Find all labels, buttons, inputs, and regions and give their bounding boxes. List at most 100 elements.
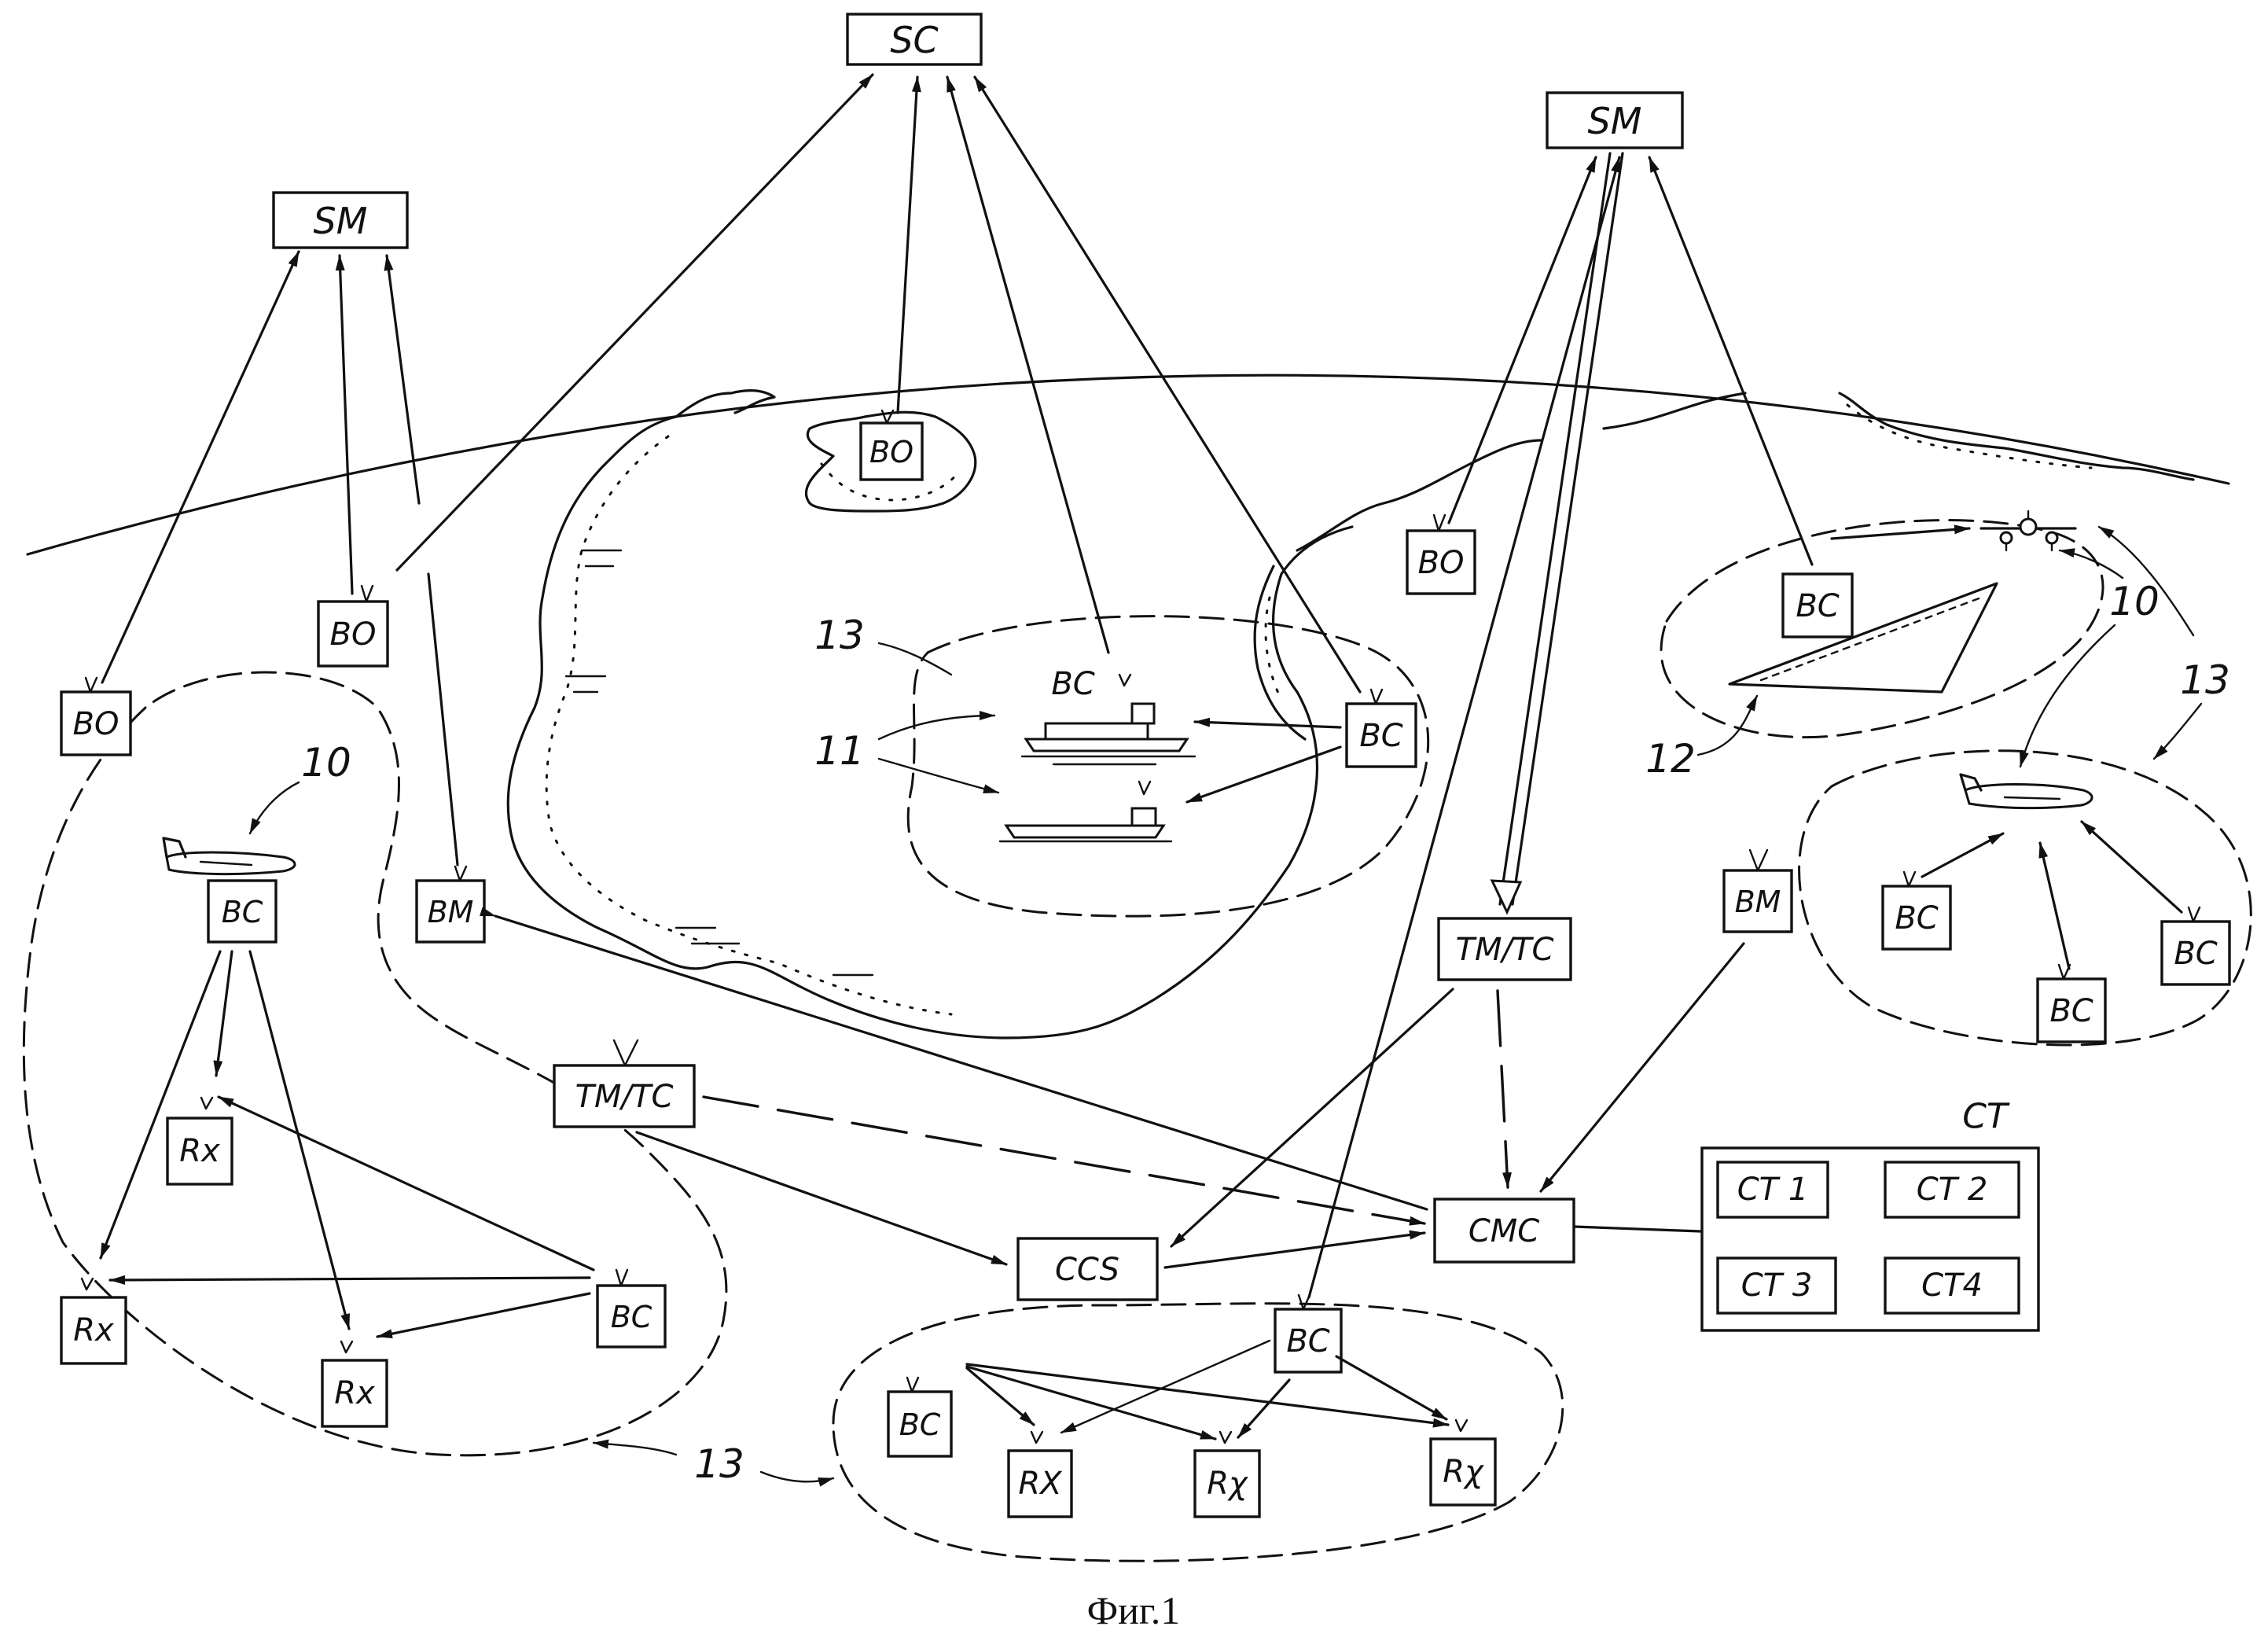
tmtc-right-node: TM/TC bbox=[1439, 918, 1571, 980]
cmc-label: CMC bbox=[1469, 1213, 1539, 1249]
rx-3-label: Rx bbox=[334, 1375, 375, 1411]
ct3-label: CT 3 bbox=[1741, 1268, 1813, 1304]
link-bc-airport-aircraft bbox=[1832, 528, 1969, 539]
sm-right-label: SM bbox=[1588, 100, 1642, 142]
ref-13-right: 13 bbox=[2180, 657, 2230, 703]
link-bcbr-rx6 bbox=[1336, 1356, 1446, 1419]
link-sm-tmtc-head bbox=[1492, 881, 1520, 912]
link-sm-tmtc-b bbox=[1513, 153, 1623, 904]
runway bbox=[1729, 583, 1997, 692]
link-sm-tmtc-a bbox=[1500, 153, 1610, 904]
link-tmtc-left-cmc bbox=[704, 1097, 1424, 1223]
rx-1-label: Rx bbox=[179, 1133, 220, 1169]
bo-right-label: BO bbox=[1418, 545, 1465, 581]
ref-11: 11 bbox=[814, 728, 865, 774]
rx-5-label: Rχ bbox=[1207, 1466, 1248, 1502]
aircraft-front bbox=[1981, 511, 2075, 550]
ref-10-right: 10 bbox=[2109, 579, 2160, 624]
continent-top-coast bbox=[676, 391, 774, 417]
ref-12: 12 bbox=[1645, 736, 1696, 782]
rx-4-label: RX bbox=[1018, 1466, 1063, 1502]
bo-island-label: BO bbox=[869, 435, 913, 469]
rx-4-node: RX bbox=[1009, 1432, 1072, 1517]
link-bo-left-sc bbox=[397, 75, 873, 570]
link-bc-r3-aircraft bbox=[2082, 822, 2182, 912]
rx-6-label: Rχ bbox=[1443, 1454, 1484, 1490]
bc-airport-node: BC bbox=[1783, 574, 1852, 637]
ccs-label: CCS bbox=[1055, 1252, 1119, 1288]
sm-left-node: SM bbox=[274, 193, 407, 248]
link-bc-airport-sm bbox=[1649, 157, 1812, 565]
bc-r3-label: BC bbox=[2174, 936, 2217, 972]
link-bo-island-sc bbox=[898, 77, 917, 413]
bc-sea-node: BC bbox=[1347, 690, 1416, 767]
bc-bottom-left-node: BC bbox=[888, 1378, 951, 1456]
ct2-label: CT 2 bbox=[1917, 1172, 1988, 1208]
bc-bottom-right-node: BC bbox=[1275, 1295, 1341, 1372]
bc-left-bottom-node: BC bbox=[597, 1270, 665, 1347]
ref-13-bottom: 13 bbox=[694, 1441, 744, 1487]
link-bcbr-rx5 bbox=[1238, 1380, 1289, 1437]
bc-r1-node: BC bbox=[1883, 872, 1950, 949]
bc-r3-node: BC bbox=[2162, 907, 2229, 984]
ref-13-sea: 13 bbox=[814, 613, 865, 658]
link-bc-plane-rx2 bbox=[101, 951, 220, 1258]
link-bc-left-rx1 bbox=[219, 1097, 594, 1270]
bo-far-left-label: BO bbox=[73, 706, 119, 742]
sc-node: SC bbox=[847, 14, 981, 64]
rx-2-node: Rx bbox=[61, 1279, 126, 1363]
bc-r2-label: BC bbox=[2049, 993, 2093, 1029]
zone-airport bbox=[1661, 521, 2103, 738]
tmtc-left-node: TM/TC bbox=[554, 1040, 694, 1127]
link-tmtc-right-cmc bbox=[1498, 991, 1508, 1187]
ccs-node: CCS bbox=[1018, 1238, 1157, 1300]
bm-right-node: BM bbox=[1724, 850, 1792, 932]
rx-3-node: Rx bbox=[322, 1341, 387, 1426]
link-bc-r1-aircraft bbox=[1922, 833, 2003, 877]
bc-left-bottom-label: BC bbox=[611, 1300, 652, 1334]
link-bc-r2-aircraft bbox=[2040, 843, 2069, 969]
link-bc-plane-rx3 bbox=[250, 951, 349, 1329]
sm-left-label: SM bbox=[314, 200, 368, 242]
rx-5-node: Rχ bbox=[1195, 1432, 1259, 1517]
tmtc-left-label: TM/TC bbox=[575, 1079, 674, 1115]
rx-6-node: Rχ bbox=[1431, 1420, 1495, 1505]
bo-left-node: BO bbox=[318, 586, 388, 666]
aircraft-right bbox=[1961, 775, 2092, 808]
right-land-coast-3 bbox=[1840, 393, 2193, 480]
link-bo-far-left-sm bbox=[102, 252, 299, 683]
rx-2-label: Rx bbox=[73, 1312, 114, 1348]
link-ccs-cmc bbox=[1165, 1233, 1424, 1268]
bm-left-node: BM bbox=[417, 866, 484, 942]
bc-r2-node: BC bbox=[2038, 965, 2105, 1042]
cmc-node: CMC bbox=[1435, 1199, 1574, 1262]
link-bc-left-rx3 bbox=[377, 1293, 590, 1337]
sm-right-node: SM bbox=[1547, 93, 1682, 148]
link-bo-right-sm bbox=[1449, 157, 1596, 523]
link-bc-left-rx2 bbox=[110, 1278, 590, 1280]
sc-label: SC bbox=[890, 19, 938, 61]
link-tmtc-left-ccs bbox=[637, 1132, 1006, 1264]
bo-left-label: BO bbox=[330, 616, 377, 653]
continent-coast-dots bbox=[546, 436, 951, 1014]
bm-right-label: BM bbox=[1735, 885, 1781, 919]
bc-plane-left-label: BC bbox=[222, 895, 263, 929]
link-bcbr-rx4 bbox=[1061, 1341, 1270, 1433]
link-bcbl-rx5 bbox=[967, 1367, 1215, 1439]
bc-bottom-right-label: BC bbox=[1286, 1323, 1329, 1360]
link-bo-left-sm bbox=[340, 256, 352, 594]
rx-1-node: Rx bbox=[167, 1098, 232, 1184]
reference-numerals: 10 13 11 10 13 12 13 bbox=[250, 527, 2230, 1487]
bm-left-label: BM bbox=[428, 895, 474, 929]
link-bm-left-cmc bbox=[495, 916, 1427, 1209]
bo-far-left-node: BO bbox=[61, 678, 130, 755]
bc-ship-label: BC bbox=[1051, 666, 1094, 702]
bo-island-node: BO bbox=[861, 410, 922, 480]
bc-bottom-left-label: BC bbox=[899, 1407, 941, 1442]
link-bc-plane-rx1 bbox=[216, 951, 232, 1076]
ct-group: CT CT 1 CT 2 CT 3 CT4 bbox=[1702, 1097, 2038, 1331]
link-bcbl-rx6 bbox=[967, 1364, 1448, 1425]
ship-lower bbox=[1000, 782, 1171, 841]
bc-r1-label: BC bbox=[1895, 900, 1938, 936]
